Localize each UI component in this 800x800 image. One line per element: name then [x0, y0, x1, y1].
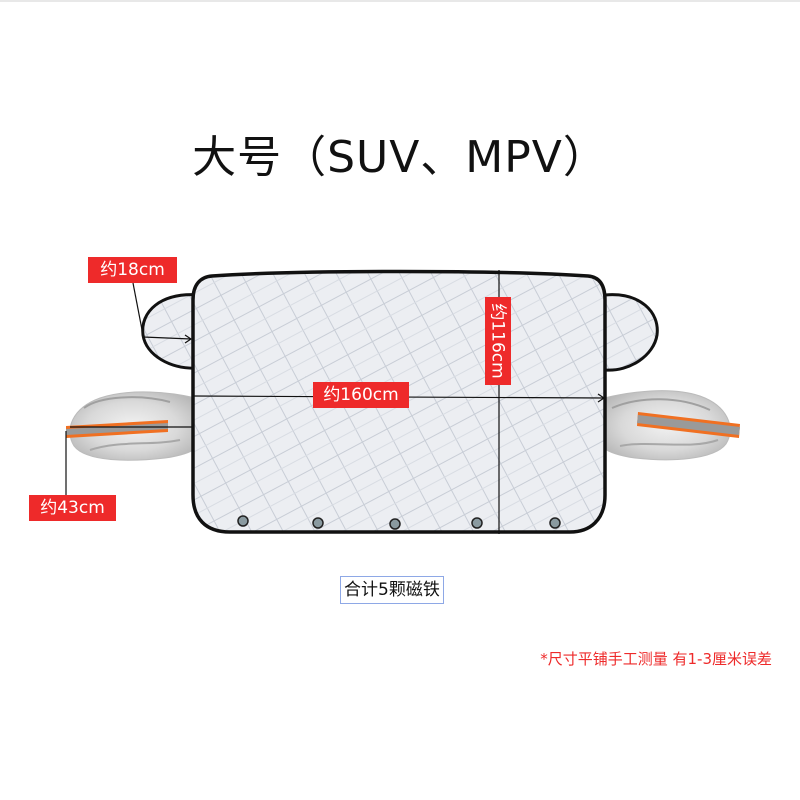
- magnet-icon: [389, 518, 401, 530]
- right-ear-flap: [603, 293, 659, 372]
- measurement-disclaimer: *尺寸平铺手工测量 有1-3厘米误差: [540, 650, 772, 668]
- mirror-cover-length-label: 约43cm: [29, 495, 116, 521]
- magnet-count-note: 合计5颗磁铁: [340, 576, 444, 604]
- right-mirror-cover: [603, 390, 740, 461]
- magnet-icon: [312, 517, 324, 529]
- total-width-label: 约160cm: [313, 382, 409, 408]
- magnet-icon: [237, 515, 249, 527]
- product-size-title: 大号（SUV、MPV）: [192, 132, 608, 183]
- height-label: 约116cm: [485, 297, 511, 385]
- ear-width-label: 约18cm: [88, 257, 177, 283]
- top-border: [0, 0, 800, 2]
- left-mirror-cover: [66, 391, 197, 461]
- magnet-dots: [237, 515, 561, 530]
- magnet-icon: [549, 517, 561, 529]
- height-label-text: 约116cm: [488, 303, 509, 379]
- magnet-icon: [471, 517, 483, 529]
